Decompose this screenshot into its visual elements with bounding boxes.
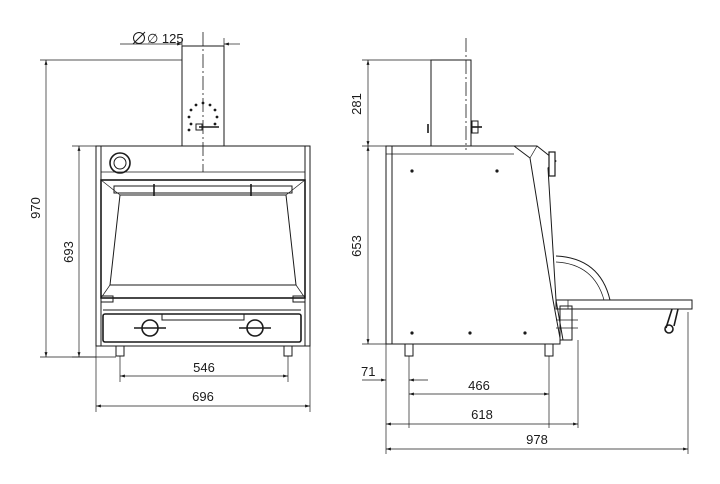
fireplace-body: [95, 145, 311, 347]
drawer-control-left: [134, 319, 166, 337]
flue-diameter-label: ∅ 125: [147, 31, 184, 46]
dimension-618: 618: [471, 407, 493, 422]
side-body: [385, 145, 561, 345]
side-foot-front: [544, 343, 554, 357]
dimension-281: 281: [349, 93, 364, 115]
dimension-978: 978: [526, 432, 548, 447]
dimension-653: 653: [349, 235, 364, 257]
open-door-shelf: [555, 299, 693, 310]
side-flue-pipe: [430, 59, 472, 147]
front-dimensions: ∅ 125 970 693 546 696: [28, 31, 311, 412]
drawer-control-right: [239, 319, 271, 337]
foot-left: [115, 345, 125, 357]
side-dimensions: 281 653 71 466 618 978: [349, 59, 689, 454]
front-view: [95, 32, 311, 357]
dimension-970: 970: [28, 197, 43, 219]
side-view: [385, 38, 693, 357]
air-control-knob: [109, 152, 131, 174]
dimension-466: 466: [468, 378, 490, 393]
dimension-546: 546: [193, 360, 215, 375]
glass-door: [100, 179, 306, 299]
foot-right: [283, 345, 293, 357]
dimension-693: 693: [61, 241, 76, 263]
dimension-696: 696: [192, 389, 214, 404]
side-ash-drawer: [559, 305, 573, 341]
side-door-profile: [514, 145, 564, 341]
ash-drawer: [102, 313, 302, 343]
flue-vent-holes: [187, 101, 219, 132]
dimension-71: 71: [361, 364, 375, 379]
side-foot-back: [404, 343, 414, 357]
door-swing-arc: [555, 255, 611, 301]
door-glass-pane: [109, 194, 297, 286]
side-handle: [548, 151, 556, 177]
door-handle-knob: [664, 308, 679, 334]
